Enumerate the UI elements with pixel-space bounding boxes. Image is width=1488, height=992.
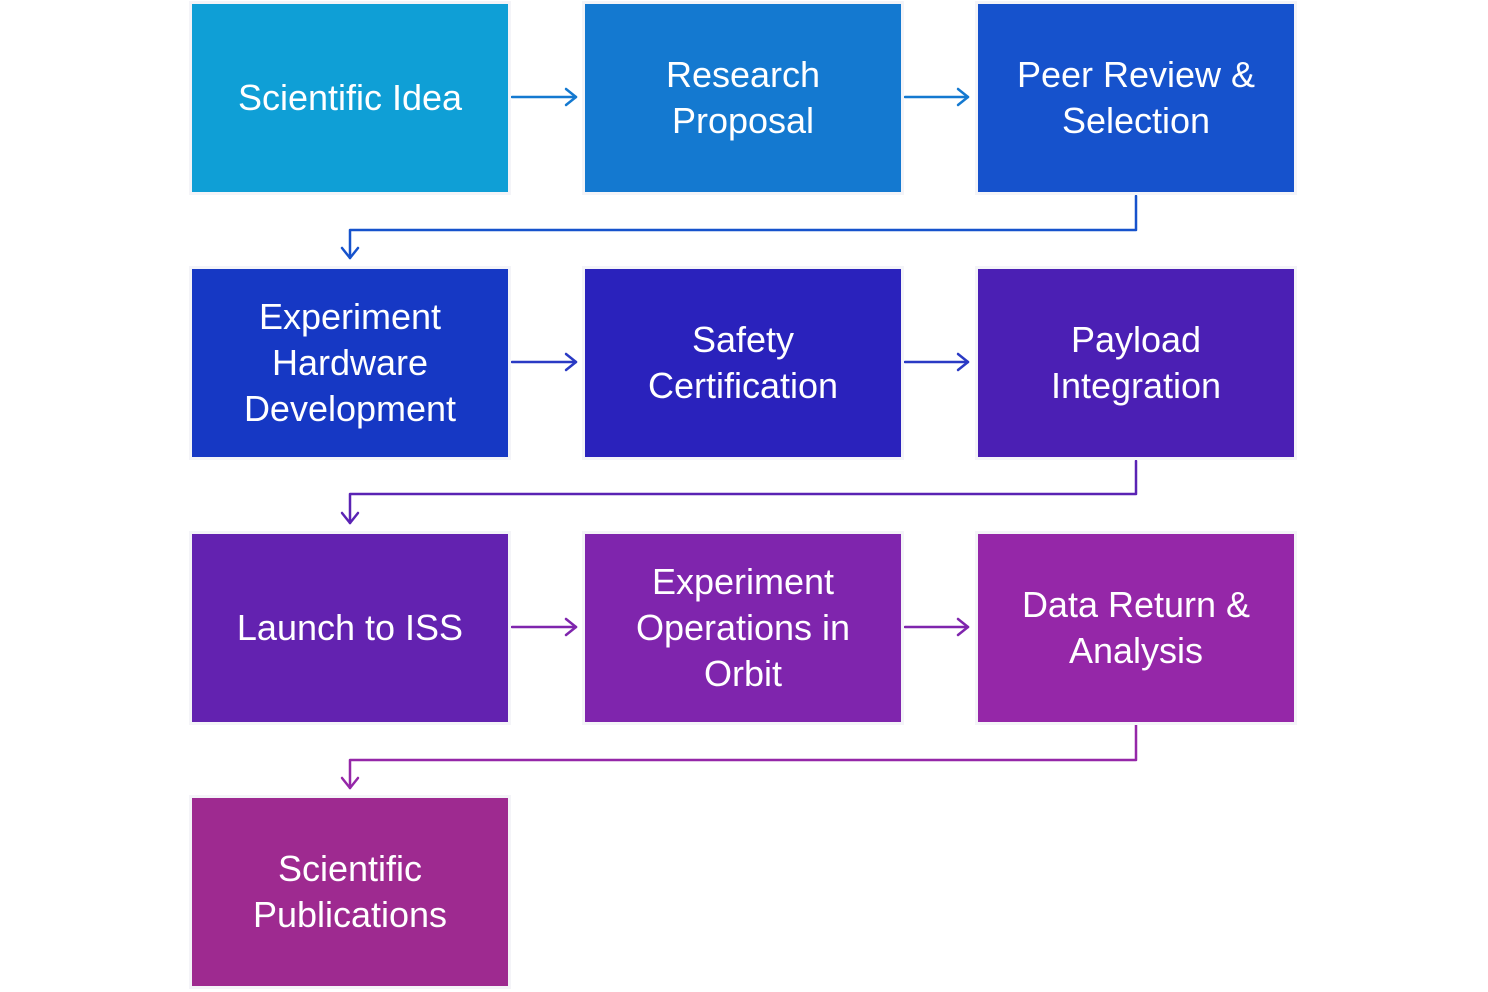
step-payload-integration: Payload Integration — [978, 269, 1294, 457]
step-label: Scientific Idea — [237, 77, 463, 118]
step-label: Research Proposal — [665, 54, 821, 141]
step-scientific-idea: Scientific Idea — [192, 4, 508, 192]
step-label: Peer Review & Selection — [1016, 54, 1256, 141]
step-label: Payload Integration — [1050, 319, 1222, 406]
step-data-return-analysis: Data Return & Analysis — [978, 534, 1294, 722]
arrow-hardware-to-safety — [510, 352, 578, 372]
step-safety-certification: Safety Certification — [585, 269, 901, 457]
step-scientific-publications: Scientific Publications — [192, 798, 508, 986]
step-experiment-hardware-development: Experiment Hardware Development — [192, 269, 508, 457]
step-launch-to-iss: Launch to ISS — [192, 534, 508, 722]
step-label: Safety Certification — [647, 319, 839, 406]
arrow-idea-to-proposal — [510, 87, 578, 107]
connector-payload-to-launch — [340, 459, 1138, 525]
step-experiment-operations-in-orbit: Experiment Operations in Orbit — [585, 534, 901, 722]
connector-review-to-hardware — [340, 194, 1138, 260]
step-label: Experiment Hardware Development — [243, 296, 457, 429]
arrow-launch-to-operations — [510, 617, 578, 637]
step-research-proposal: Research Proposal — [585, 4, 901, 192]
step-label: Scientific Publications — [252, 848, 448, 935]
step-label: Launch to ISS — [236, 607, 464, 648]
arrow-safety-to-payload — [903, 352, 970, 372]
arrow-proposal-to-review — [903, 87, 970, 107]
step-label: Experiment Operations in Orbit — [635, 561, 851, 694]
connector-data-to-publications — [340, 723, 1138, 790]
arrow-operations-to-data — [903, 617, 970, 637]
step-label: Data Return & Analysis — [1021, 584, 1251, 671]
step-peer-review-selection: Peer Review & Selection — [978, 4, 1294, 192]
